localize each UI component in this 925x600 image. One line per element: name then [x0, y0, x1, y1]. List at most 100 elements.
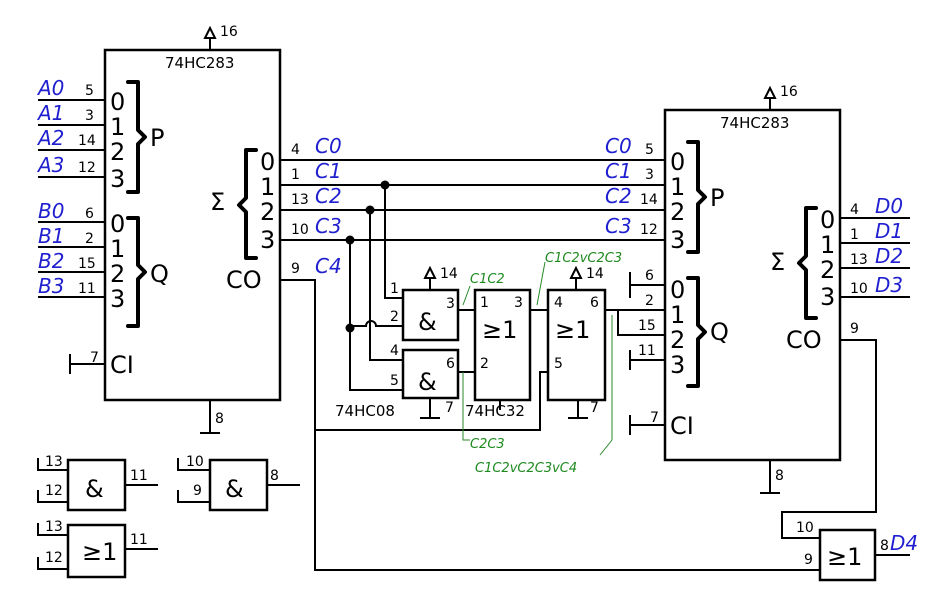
- final-or-body: [818, 528, 877, 582]
- pin-s1: 1: [850, 227, 859, 243]
- or-vcc-pin: 14: [586, 266, 604, 282]
- bit-label: 2: [820, 256, 835, 284]
- vcc-arrow-icon: [569, 265, 583, 279]
- signal-b0: B0: [38, 199, 64, 223]
- pin-spare-and2-in1: 10: [186, 454, 204, 470]
- signal-c2-in: C2: [605, 184, 632, 208]
- adder-right-body: [663, 108, 842, 462]
- or-symbol: ≥1: [82, 538, 117, 566]
- pin-final-in1: 10: [796, 520, 814, 536]
- spare-and-gate-1: [66, 458, 127, 512]
- bracket-p: [126, 80, 147, 194]
- pin-b3: 11: [78, 281, 96, 297]
- and-gate-1: [401, 288, 460, 342]
- signal-d1: D1: [875, 219, 903, 243]
- adder-right-vcc-pin: 16: [780, 84, 798, 100]
- bit-label: 0: [110, 210, 125, 238]
- bracket-p: [686, 140, 707, 254]
- pin-s2: 13: [291, 192, 309, 208]
- annotation-c1c2-or-c2c3: C1C2vC2C3: [545, 251, 622, 266]
- signal-b2: B2: [38, 249, 64, 273]
- adder-left-ci-label: CI: [110, 351, 134, 379]
- bit-label: 2: [260, 198, 275, 226]
- pin-s2: 13: [850, 252, 868, 268]
- and-chip-label: 74HC08: [335, 402, 395, 420]
- adder-right-ci-label: CI: [670, 412, 694, 440]
- pin-a1: 3: [85, 108, 94, 124]
- adder-right-gnd-pin: 8: [775, 468, 784, 484]
- pin-a3: 12: [78, 160, 96, 176]
- signal-c3: C3: [315, 214, 342, 238]
- signal-c1: C1: [315, 159, 342, 183]
- bit-label: 3: [820, 283, 835, 311]
- adder-left-gnd-pin: 8: [215, 411, 224, 427]
- signal-d4: D4: [890, 531, 918, 555]
- label-p: P: [710, 184, 724, 212]
- adder-left-sum-outputs: Σ 0 1 2 3 CO 4 1 13 10 9 C0 C1 C2 C3 C4: [210, 134, 342, 294]
- adder-left-title: 74HC283: [165, 54, 234, 72]
- or-gate-2: [546, 288, 607, 402]
- pin-or2-in2: 5: [554, 356, 563, 372]
- pin-or1-in2: 2: [480, 356, 489, 372]
- bit-label: 0: [820, 206, 835, 234]
- pin-spare-or-in2: 12: [45, 550, 63, 566]
- spare-gates: & 13 12 11 & 10 9 8 ≥1 13 12 11: [37, 454, 300, 579]
- annotations: C1C2 C1C2vC2C3 C2C3 C1C2vC2C3vC4: [462, 251, 622, 476]
- adder-left-body: [103, 48, 282, 402]
- pin-a3: 12: [640, 222, 658, 238]
- and-symbol: &: [85, 475, 104, 503]
- pin-spare-or-in1: 13: [45, 519, 63, 535]
- final-or-gate: ≥1 10 9 8 D4: [796, 520, 918, 582]
- pin-and2-in1: 4: [390, 343, 399, 359]
- pin-q3: 11: [638, 343, 656, 359]
- bit-label: 0: [260, 148, 275, 176]
- annotation-c2c3: C2C3: [470, 437, 505, 452]
- bit-label: 0: [670, 148, 685, 176]
- signal-a0: A0: [36, 76, 64, 100]
- pin-final-in2: 9: [804, 552, 813, 568]
- bit-label: 3: [110, 165, 125, 193]
- label-sum: Σ: [210, 188, 225, 216]
- label-q: Q: [710, 318, 729, 346]
- pin-and1-out: 3: [446, 296, 455, 312]
- pin-s3: 10: [850, 281, 868, 297]
- vcc-arrow-icon: [203, 25, 217, 39]
- pin-q2: 15: [638, 318, 656, 334]
- signal-c4: C4: [315, 254, 342, 278]
- pin-a0: 5: [645, 142, 654, 158]
- bit-label: 1: [110, 113, 125, 141]
- bracket-sum: [237, 148, 258, 260]
- bit-label: 2: [670, 326, 685, 354]
- or-chip-label: 74HC32: [465, 402, 525, 420]
- bracket-q: [126, 216, 147, 328]
- label-sum: Σ: [770, 248, 785, 276]
- bit-label: 1: [820, 231, 835, 259]
- and-gates: & & 1 2 3 4 5 6 14 7 74HC08: [335, 265, 460, 420]
- bracket-sum: [797, 206, 818, 320]
- bit-label: 0: [110, 88, 125, 116]
- adder-left-vcc-pin: 16: [220, 24, 238, 40]
- adder-right-title: 74HC283: [720, 114, 789, 132]
- pin-spare-or-out: 11: [130, 532, 148, 548]
- signal-c0-in: C0: [605, 134, 632, 158]
- or-gate-1: [473, 288, 532, 402]
- signal-d2: D2: [875, 244, 903, 268]
- pin-spare-and2-in2: 9: [193, 483, 202, 499]
- signal-b3: B3: [38, 274, 64, 298]
- adder-left-q-inputs: B0 B1 B2 B3 6 2 15 11 0 1 2 3 Q: [38, 199, 169, 328]
- bit-label: 3: [260, 226, 275, 254]
- signal-a3: A3: [36, 153, 64, 177]
- pin-s1: 1: [291, 167, 300, 183]
- pin-spare-and2-out: 8: [270, 468, 279, 484]
- signal-c3-in: C3: [605, 214, 632, 238]
- vcc-arrow-icon: [423, 265, 437, 279]
- pin-co: 9: [850, 321, 859, 337]
- signal-c0: C0: [315, 134, 342, 158]
- pin-final-out: 8: [880, 538, 889, 554]
- pin-q1: 2: [645, 293, 654, 309]
- pin-spare-and1-in1: 13: [45, 454, 63, 470]
- pin-spare-and1-out: 11: [130, 468, 148, 484]
- pin-b2: 15: [78, 256, 96, 272]
- label-co: CO: [226, 266, 262, 294]
- label-p: P: [150, 124, 164, 152]
